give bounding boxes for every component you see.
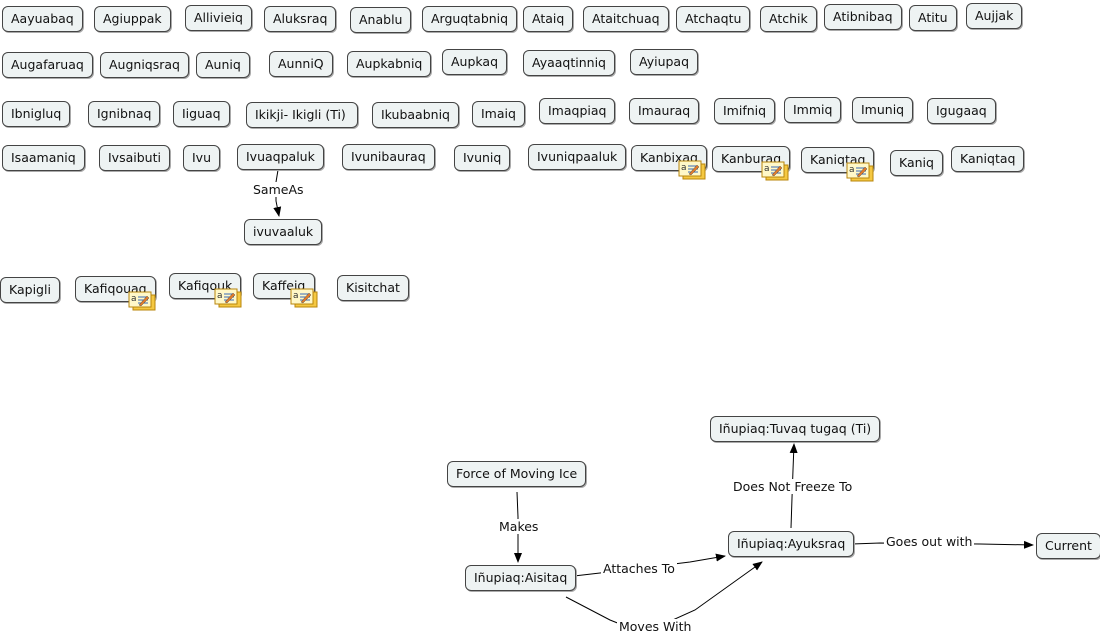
concept-node[interactable]: Agiuppak — [94, 6, 171, 32]
concept-node[interactable]: Auniq — [196, 52, 250, 78]
concept-node[interactable]: Augniqsraq — [100, 52, 189, 78]
concept-node[interactable]: Ignibnaq — [88, 101, 161, 127]
concept-node[interactable]: Aayuabaq — [2, 6, 83, 32]
concept-node[interactable]: Aupkaq — [442, 49, 508, 75]
concept-node[interactable]: Kaniq — [890, 150, 943, 176]
concept-node[interactable]: Ikubaabniq — [372, 102, 459, 128]
concept-node[interactable]: Arguqtabniq — [422, 6, 518, 32]
svg-text:a: a — [681, 163, 687, 173]
note-resource-icon[interactable]: a — [845, 162, 875, 182]
concept-node[interactable]: Immiq — [784, 97, 842, 123]
concept-node[interactable]: Atitu — [909, 5, 957, 31]
link-label[interactable]: SameAs — [251, 182, 306, 197]
concept-node[interactable]: Ivuaqpaluk — [237, 144, 324, 170]
concept-node[interactable]: Iñupiaq:Aisitaq — [465, 565, 577, 591]
link-label[interactable]: Goes out with — [884, 534, 975, 549]
note-resource-icon[interactable]: a — [760, 161, 790, 181]
concept-node[interactable]: Iñupiaq:Tuvaq tugaq (Ti) — [710, 416, 881, 442]
concept-node[interactable]: Ivuniqpaaluk — [528, 144, 627, 170]
concept-node[interactable]: Ataiq — [523, 6, 574, 32]
concept-node[interactable]: Ataitchuaq — [583, 6, 669, 32]
svg-text:a: a — [217, 291, 223, 301]
concept-node[interactable]: Iiguaq — [173, 101, 230, 127]
concept-node[interactable]: Imaiq — [472, 101, 525, 127]
svg-text:a: a — [131, 294, 137, 304]
concept-node[interactable]: Current — [1036, 533, 1100, 559]
concept-node[interactable]: Anablu — [350, 7, 412, 33]
concept-node[interactable]: Iñupiaq:Ayuksraq — [728, 531, 855, 557]
concept-node[interactable]: Aluksraq — [264, 6, 337, 32]
note-resource-icon[interactable]: a — [127, 291, 157, 311]
note-resource-icon[interactable]: a — [213, 288, 243, 308]
concept-node[interactable]: Kapigli — [0, 277, 60, 303]
concept-node[interactable]: Ivsaibuti — [99, 145, 170, 171]
note-resource-icon[interactable]: a — [289, 288, 319, 308]
concept-node[interactable]: Atchik — [760, 6, 817, 32]
concept-node[interactable]: Kisitchat — [337, 275, 409, 301]
svg-text:a: a — [293, 291, 299, 301]
concept-node[interactable]: Imuniq — [852, 97, 914, 123]
concept-node[interactable]: AunniQ — [269, 51, 333, 77]
concept-node[interactable]: Ivunibauraq — [342, 144, 435, 170]
link-label[interactable]: Attaches To — [601, 561, 677, 576]
svg-text:a: a — [849, 165, 855, 175]
concept-node[interactable]: Imaqpiaq — [539, 98, 616, 124]
concept-node[interactable]: Allivieiq — [185, 5, 252, 31]
concept-node[interactable]: Imifniq — [714, 98, 776, 124]
concept-node[interactable]: Kaniqtaq — [951, 146, 1025, 172]
concept-node[interactable]: Atibnibaq — [824, 4, 902, 30]
concept-node[interactable]: Aupkabniq — [347, 51, 432, 77]
concept-node[interactable]: Igugaaq — [927, 98, 996, 124]
link-label[interactable]: Makes — [497, 519, 541, 534]
concept-node[interactable]: Isaamaniq — [2, 145, 85, 171]
concept-node[interactable]: Ivu — [183, 145, 221, 171]
concept-node[interactable]: Kaffeiq — [253, 273, 315, 299]
concept-node[interactable]: Ayiupaq — [630, 49, 699, 75]
link-label[interactable]: Moves With — [617, 619, 694, 634]
concept-node[interactable]: Ayaaqtinniq — [523, 50, 615, 76]
concept-node[interactable]: Force of Moving Ice — [447, 461, 587, 487]
svg-text:a: a — [764, 164, 770, 174]
concept-node[interactable]: Ibnigluq — [2, 101, 71, 127]
concept-node[interactable]: Ikikji- Ikigli (Ti) — [246, 102, 358, 128]
concept-node[interactable]: Atchaqtu — [676, 6, 751, 32]
concept-node[interactable]: Imauraq — [629, 98, 700, 124]
concept-node[interactable]: Ivuniq — [454, 145, 511, 171]
concept-node[interactable]: Augafaruaq — [2, 52, 93, 78]
link-label[interactable]: Does Not Freeze To — [731, 479, 855, 494]
note-resource-icon[interactable]: a — [677, 160, 707, 180]
concept-node[interactable]: ivuvaaluk — [244, 219, 323, 245]
concept-node[interactable]: Aujjak — [966, 3, 1023, 29]
